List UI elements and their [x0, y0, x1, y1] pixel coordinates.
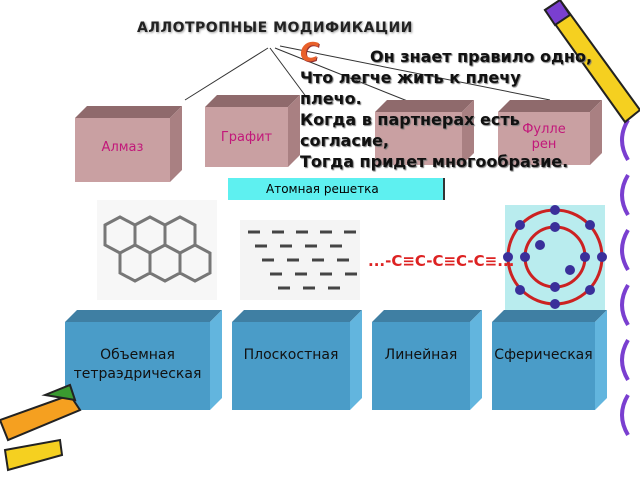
label-linear: Линейная [384, 347, 458, 363]
slide-title: АЛЛОТРОПНЫЕ МОДИФИКАЦИИ [137, 20, 413, 36]
poem-line: Он знает правило одно, [370, 47, 593, 66]
label-fullerene: Фулле рен [522, 122, 566, 152]
box-almaz [75, 106, 182, 182]
poem-line: Когда в партнерах есть [300, 110, 520, 129]
label-spherical: Сферическая [494, 347, 593, 363]
poem-line: плечо. [300, 89, 362, 108]
blue-boxes [65, 310, 607, 410]
poem-line: Что легче жить к плечу [300, 68, 521, 87]
arrows [184, 45, 551, 109]
lattice-label: Атомная решетка [228, 178, 445, 200]
label-almaz: Алмаз [101, 140, 144, 155]
diamond-lattice-image [97, 200, 217, 300]
decorative-border [620, 118, 630, 437]
pencil-top-right-icon [543, 0, 640, 124]
label-volumetric: Объемная тетраэдрическая [73, 347, 202, 382]
pencil-bottom-left-icon [0, 383, 82, 472]
box-graphite [205, 95, 300, 167]
label-graphite: Графит [220, 130, 273, 145]
graphite-layers-image [240, 220, 360, 300]
box-fullerene [498, 100, 602, 165]
box-carbyne [375, 100, 474, 165]
poem: Он знает правило одно, Что легче жить к … [300, 46, 592, 172]
poem-line: согласие, [300, 131, 389, 150]
fullerene-image [503, 205, 607, 310]
carbyne-formula: ...-C≡C-C≡C-C≡... [368, 252, 515, 270]
label-planar: Плоскостная [243, 347, 339, 363]
carbon-symbol: C [300, 38, 320, 68]
pink-boxes [75, 95, 602, 182]
poem-line: Тогда придет многообразие. [300, 152, 569, 171]
